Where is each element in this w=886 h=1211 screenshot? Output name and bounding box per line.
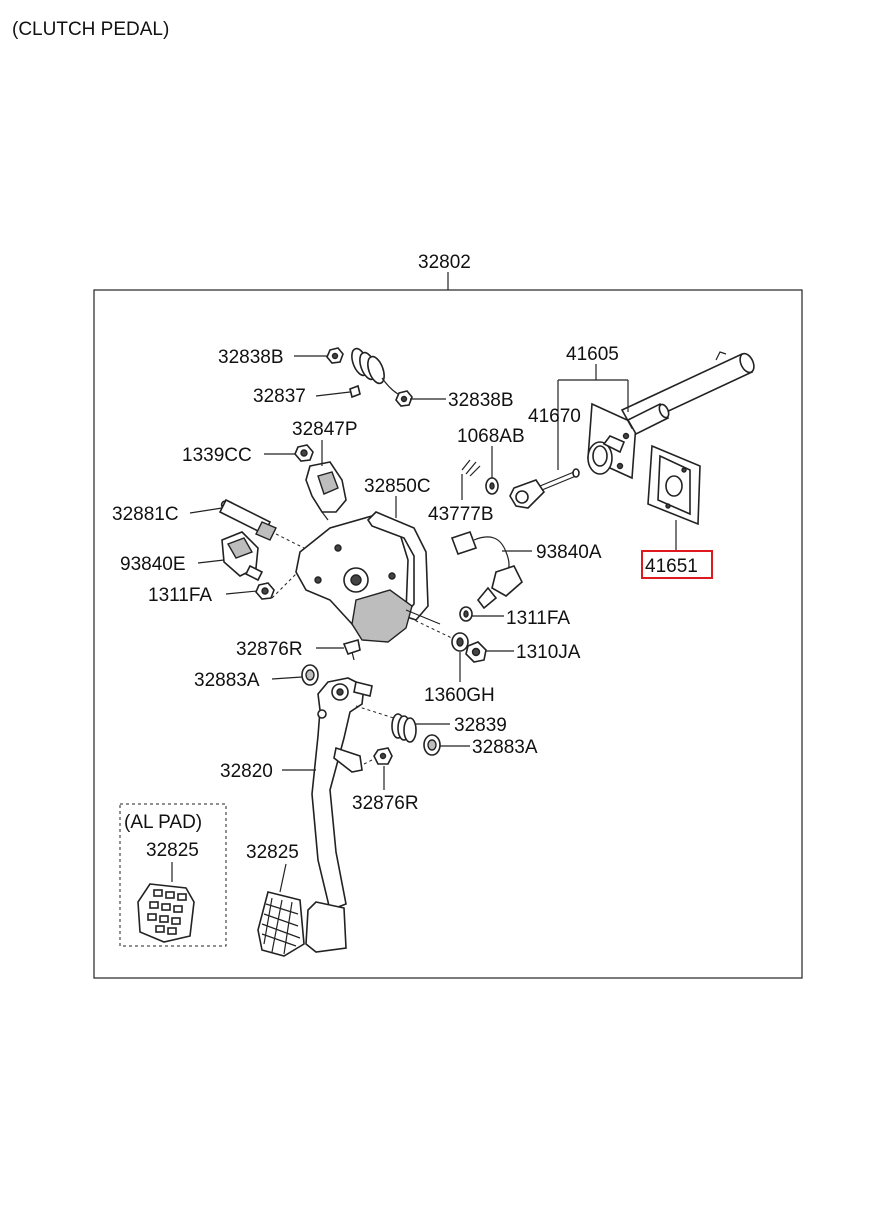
return-spring[interactable]: [349, 346, 403, 397]
diagram-title: (CLUTCH PEDAL): [12, 19, 169, 40]
gasket-41651[interactable]: [647, 444, 701, 526]
label-32838B-right: 32838B: [448, 390, 514, 411]
label-32838B-top: 32838B: [218, 347, 284, 368]
bracket-32847P[interactable]: [305, 461, 347, 521]
al-pad-inset-frame: [119, 803, 227, 947]
washer-1068AB[interactable]: [485, 477, 499, 495]
assembly-label: 32802: [418, 252, 471, 273]
label-32825: 32825: [246, 842, 299, 863]
label-1311FA-left: 1311FA: [148, 585, 212, 606]
label-43777B: 43777B: [428, 504, 494, 525]
label-1339CC: 1339CC: [182, 445, 252, 466]
clip-43777B[interactable]: [461, 459, 481, 477]
label-32837: 32837: [253, 386, 306, 407]
label-32883A-left: 32883A: [194, 670, 260, 691]
clip-32837[interactable]: [349, 384, 361, 399]
label-32876R-upper: 32876R: [236, 639, 303, 660]
label-1310JA: 1310JA: [516, 642, 581, 663]
highlight-41651: [641, 550, 713, 579]
label-32876R-lower: 32876R: [352, 793, 419, 814]
pin-32881C[interactable]: [218, 498, 321, 557]
label-32850C: 32850C: [364, 476, 431, 497]
label-1068AB: 1068AB: [457, 426, 525, 447]
nut-32838B-right[interactable]: [395, 390, 413, 407]
label-1311FA-right: 1311FA: [506, 608, 570, 629]
master-cylinder-41605[interactable]: [587, 351, 757, 480]
leader-lines: [189, 355, 677, 893]
bushing-32883A-left[interactable]: [301, 664, 319, 686]
pedal-bracket-32850C[interactable]: [295, 511, 457, 643]
label-93840A: 93840A: [536, 542, 602, 563]
label-32883A-right: 32883A: [472, 737, 538, 758]
pedal-pad-on-arm: [305, 901, 347, 953]
stopper-32876R-lower[interactable]: [373, 747, 393, 765]
bushing-32883A-right[interactable]: [423, 734, 441, 756]
nut-1311FA-right[interactable]: [459, 606, 473, 622]
switch-93840E[interactable]: [221, 531, 264, 582]
nut-1310JA[interactable]: [465, 641, 487, 663]
label-41651: 41651: [645, 556, 698, 577]
label-32839: 32839: [454, 715, 507, 736]
bushing-1360GH[interactable]: [451, 632, 469, 652]
label-93840E: 93840E: [120, 554, 186, 575]
switch-93840A[interactable]: [450, 530, 523, 610]
label-32820: 32820: [220, 761, 273, 782]
label-41605: 41605: [566, 344, 619, 365]
nut-32838B-top[interactable]: [326, 347, 344, 364]
push-rod-41670[interactable]: [509, 468, 580, 509]
pedal-arm-32820[interactable]: [311, 677, 401, 912]
spring-32839[interactable]: [391, 713, 417, 743]
label-1360GH: 1360GH: [424, 685, 495, 706]
al-pedal-pad-32825[interactable]: [137, 883, 195, 943]
nut-1311FA-left[interactable]: [255, 569, 301, 600]
nut-1339CC[interactable]: [294, 444, 314, 462]
label-32847P: 32847P: [292, 419, 358, 440]
label-32825-inset: 32825: [146, 840, 199, 861]
pedal-pad-32825[interactable]: [257, 891, 305, 957]
stopper-32876R-upper[interactable]: [342, 638, 361, 661]
label-41670: 41670: [528, 406, 581, 427]
al-pad-title: (AL PAD): [124, 812, 202, 833]
label-32881C: 32881C: [112, 504, 179, 525]
